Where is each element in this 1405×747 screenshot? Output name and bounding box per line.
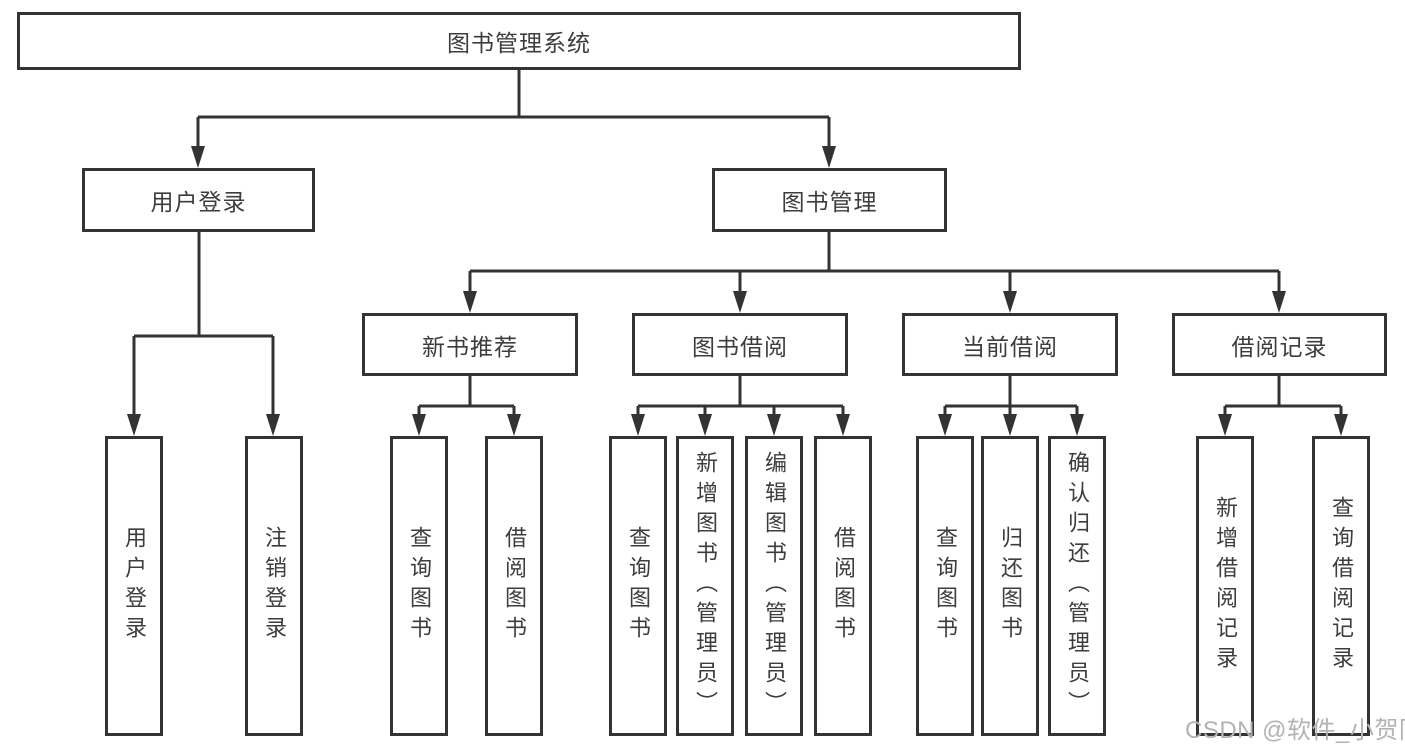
node-new-book-recommend-label: 新书推荐 <box>422 333 518 360</box>
node-leaf-add-borrow-record: 新增借阅记录 <box>1196 436 1254 736</box>
node-leaf-query-books-borrow: 查询图书 <box>609 436 667 736</box>
node-leaf-borrow-books-borrow: 借阅图书 <box>814 436 872 736</box>
node-user-login: 用户登录 <box>82 168 315 232</box>
node-leaf-borrow-books-recommend-label: 借阅图书 <box>502 526 527 646</box>
node-leaf-query-books-current: 查询图书 <box>916 436 974 736</box>
node-leaf-query-books-recommend-label: 查询图书 <box>407 526 432 646</box>
node-leaf-user-login: 用户登录 <box>105 436 163 736</box>
node-current-borrow: 当前借阅 <box>902 313 1118 376</box>
node-book-borrow-label: 图书借阅 <box>692 333 788 360</box>
node-borrow-records: 借阅记录 <box>1172 313 1387 376</box>
node-user-login-label: 用户登录 <box>150 189 247 215</box>
node-borrow-records-label: 借阅记录 <box>1231 333 1328 360</box>
node-leaf-confirm-return-admin-label: 确认归还（管理员） <box>1065 451 1090 721</box>
node-leaf-add-book-admin: 新增图书（管理员） <box>676 436 734 736</box>
node-new-book-recommend: 新书推荐 <box>362 313 578 376</box>
node-leaf-query-books-current-label: 查询图书 <box>933 526 958 646</box>
node-leaf-query-books-recommend: 查询图书 <box>390 436 448 736</box>
watermark: CSDN @软件_小贺同学 <box>1185 717 1405 744</box>
node-leaf-add-borrow-record-label: 新增借阅记录 <box>1213 496 1238 676</box>
node-leaf-return-book: 归还图书 <box>981 436 1039 736</box>
node-leaf-user-login-label: 用户登录 <box>122 526 147 646</box>
node-root: 图书管理系统 <box>17 12 1021 70</box>
node-leaf-query-borrow-record-label: 查询借阅记录 <box>1329 496 1354 676</box>
node-leaf-logout: 注销登录 <box>245 436 303 736</box>
node-book-management-label: 图书管理 <box>781 189 878 215</box>
node-leaf-query-borrow-record: 查询借阅记录 <box>1312 436 1370 736</box>
node-leaf-edit-book-admin-label: 编辑图书（管理员） <box>762 451 787 721</box>
node-leaf-query-books-borrow-label: 查询图书 <box>626 526 651 646</box>
node-leaf-confirm-return-admin: 确认归还（管理员） <box>1048 436 1106 736</box>
node-book-borrow: 图书借阅 <box>632 313 848 376</box>
node-leaf-borrow-books-borrow-label: 借阅图书 <box>831 526 856 646</box>
node-book-management: 图书管理 <box>712 168 947 232</box>
node-root-label: 图书管理系统 <box>447 30 591 56</box>
node-current-borrow-label: 当前借阅 <box>962 333 1058 360</box>
node-leaf-logout-label: 注销登录 <box>262 526 287 646</box>
arrowheads <box>127 146 1348 436</box>
node-leaf-return-book-label: 归还图书 <box>998 526 1023 646</box>
node-leaf-borrow-books-recommend: 借阅图书 <box>485 436 543 736</box>
node-leaf-edit-book-admin: 编辑图书（管理员） <box>745 436 803 736</box>
node-leaf-add-book-admin-label: 新增图书（管理员） <box>693 451 718 721</box>
